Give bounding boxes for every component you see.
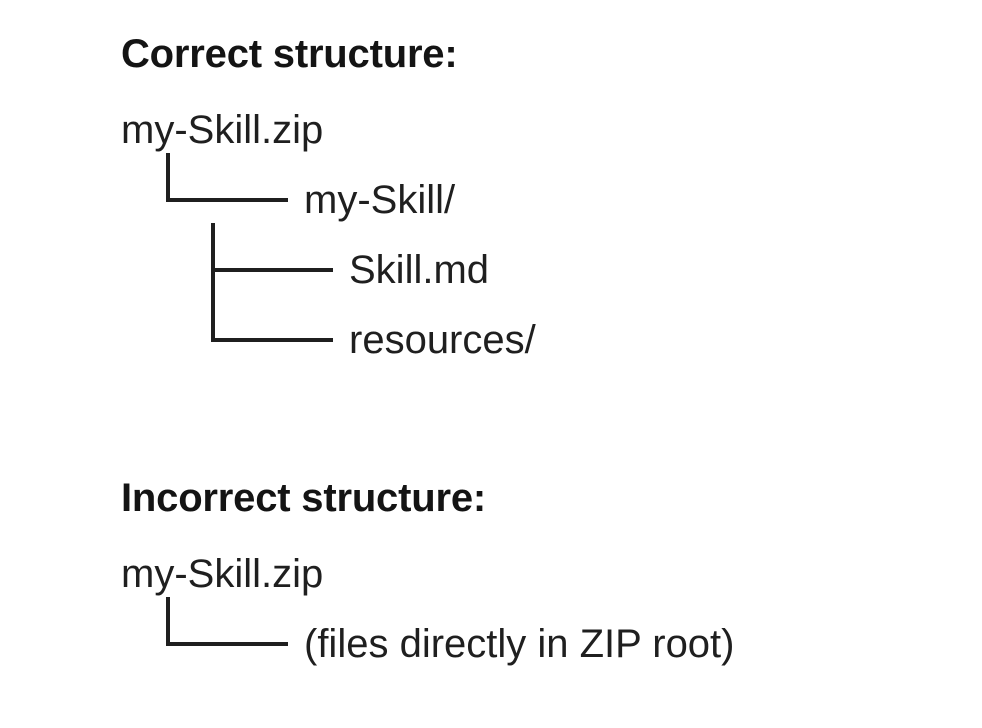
tree-elbow-connector-icon [166,152,292,235]
tree-row: (files directly in ZIP root) [0,596,982,679]
tree-node-label: Skill.md [349,247,490,292]
tree-node-label: my-Skill.zip [121,551,324,596]
tree-node-label: my-Skill.zip [121,107,324,152]
tree-node-label: (files directly in ZIP root) [304,621,735,666]
correct-structure-tree: my-Skill.zip my-Skill/ Skill.md resource… [0,95,982,375]
tree-row: my-Skill.zip [0,95,982,165]
tree-node-label: my-Skill/ [304,177,456,222]
tree-elbow-connector-icon [166,596,292,679]
incorrect-structure-section: Incorrect structure: my-Skill.zip (files… [0,474,982,679]
correct-structure-heading: Correct structure: [121,32,458,76]
tree-tee-connector-icon [211,222,337,317]
incorrect-structure-heading: Incorrect structure: [121,476,486,520]
tree-row: my-Skill.zip [0,539,982,609]
tree-row: Skill.md [0,222,982,317]
incorrect-structure-tree: my-Skill.zip (files directly in ZIP root… [0,539,982,679]
tree-node-label: resources/ [349,317,536,362]
correct-structure-section: Correct structure: my-Skill.zip my-Skill… [0,30,982,375]
tree-row: my-Skill/ [0,152,982,235]
tree-row: resources/ [0,292,982,375]
tree-elbow-connector-icon [211,292,337,375]
